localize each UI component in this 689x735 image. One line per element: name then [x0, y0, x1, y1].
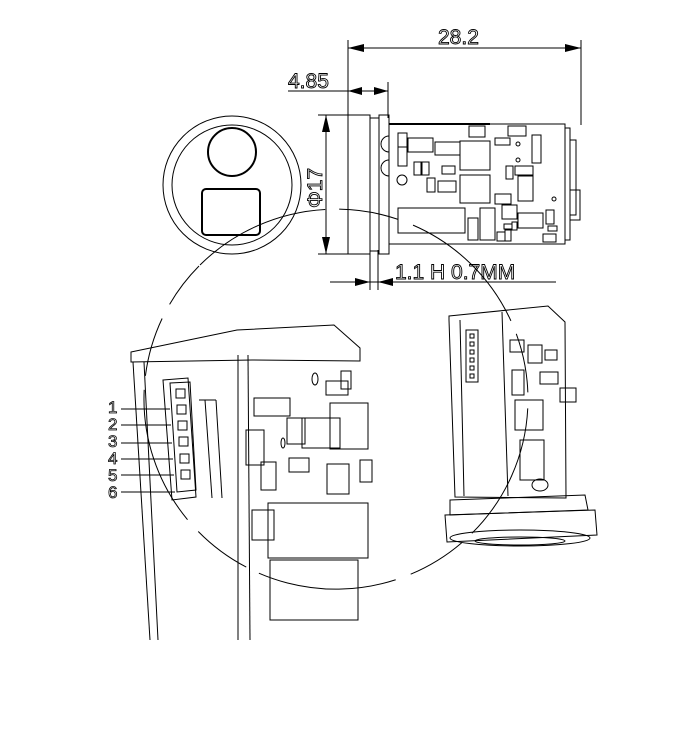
label-diameter: Φ17 [304, 168, 327, 208]
side-view [347, 114, 581, 255]
inner-ring [171, 124, 293, 246]
pin-label-2: 2 [108, 415, 117, 434]
label-overall-length: 28.2 [438, 26, 479, 49]
pin-label-6: 6 [108, 483, 117, 502]
front-view [162, 115, 302, 255]
arrow-right-icon [565, 44, 581, 52]
label-mount-depth: 4.85 [288, 70, 329, 93]
label-flange-note: 1.1 H 0.7MM [395, 261, 515, 284]
pin-label-3: 3 [108, 432, 117, 451]
lens-circle [207, 127, 257, 177]
pin-label-1: 1 [108, 398, 117, 417]
dimension-diameter: Φ17 [304, 114, 360, 255]
iso-view [444, 305, 598, 547]
pin-label-4: 4 [108, 449, 117, 468]
pin-label-5: 5 [108, 466, 117, 485]
arrow-left-icon [348, 44, 364, 52]
outer-ring [162, 115, 302, 255]
dimension-mount-depth: 4.85 [288, 70, 389, 118]
sensor-square [201, 188, 261, 236]
detail-view: 1 2 3 4 5 6 [108, 208, 529, 641]
dimension-overall-length: 28.2 [347, 26, 582, 125]
dimension-flange: 1.1 H 0.7MM [330, 250, 556, 290]
